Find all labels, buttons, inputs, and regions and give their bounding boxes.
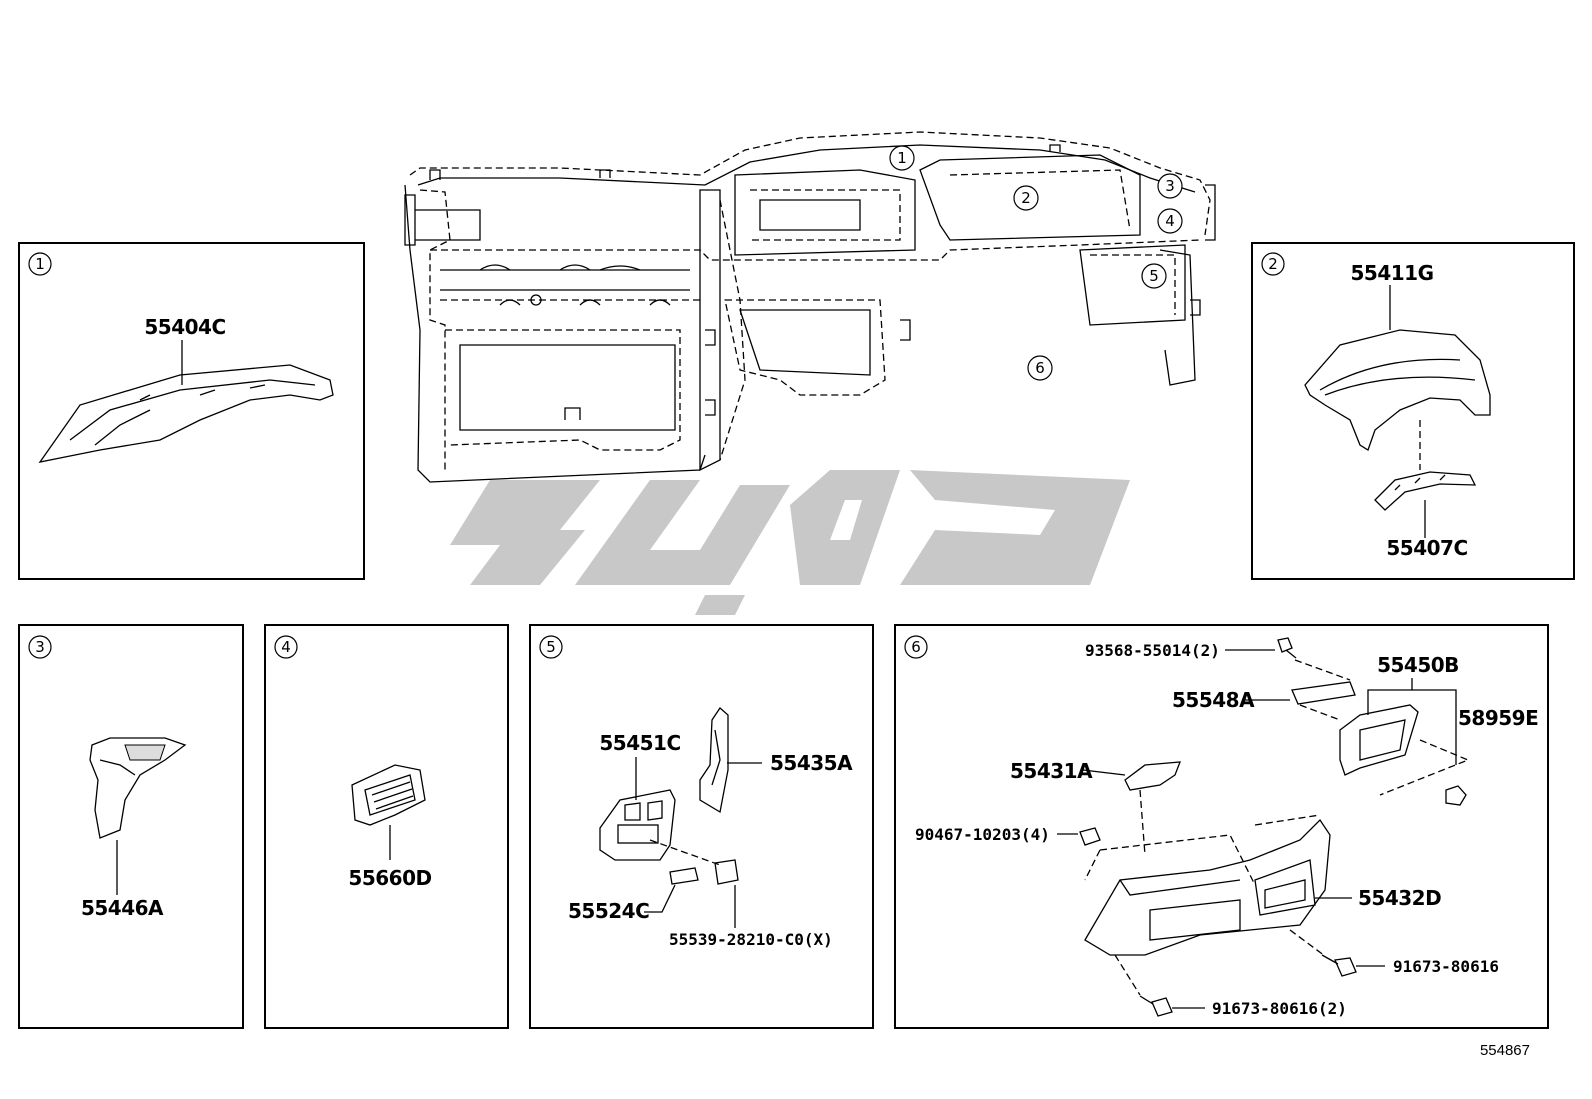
panel-3-index: 3 (35, 638, 45, 656)
part-label-55404c: 55404C (144, 315, 225, 339)
panel-1: 1 55404C (18, 242, 365, 580)
svg-text:6: 6 (1035, 359, 1045, 377)
svg-text:4: 4 (1165, 212, 1175, 230)
part-55446a-drawing (89, 737, 187, 839)
panel-2-index: 2 (1268, 255, 1278, 273)
part-55524c-drawing (669, 867, 699, 885)
part-label-55450b: 55450B (1377, 653, 1459, 677)
panel-4-index: 4 (281, 638, 291, 656)
part-90467-10203-drawing (1079, 827, 1101, 846)
part-55431a-drawing (1124, 761, 1181, 791)
svg-text:2: 2 (1021, 189, 1031, 207)
part-label-55446a: 55446A (81, 896, 164, 920)
part-label-55411g: 55411G (1351, 261, 1434, 285)
part-55539-28210-c0x-drawing (714, 859, 739, 885)
part-label-55548a: 55548A (1172, 688, 1255, 712)
panel-6: 6 93568-55014(2) 55548A 55450B 58959E (894, 624, 1549, 1029)
panel-4: 4 55660D (264, 624, 509, 1029)
part-label-90467-10203-4: 90467-10203(4) (915, 825, 1050, 844)
part-91673-80616-2-drawing (1139, 995, 1173, 1017)
part-55548a-drawing (1291, 681, 1356, 705)
part-label-55407c: 55407C (1386, 536, 1467, 560)
part-label-55431a: 55431A (1010, 759, 1093, 783)
overview-callout-1: 1 (889, 145, 915, 171)
svg-text:3: 3 (1165, 177, 1175, 195)
panel-5: 5 55451C 55435A 55524C 55539-28210-C0(X) (529, 624, 874, 1029)
panel-3: 3 55446A (18, 624, 244, 1029)
part-58959e-drawing (1445, 785, 1467, 806)
svg-text:1: 1 (897, 149, 907, 167)
part-label-55451c: 55451C (599, 731, 680, 755)
panel-2: 2 55411G 55407C (1251, 242, 1575, 580)
panel-5-index: 5 (546, 638, 556, 656)
part-label-93568-55014-2: 93568-55014(2) (1085, 641, 1220, 660)
part-55451c-drawing (599, 789, 676, 861)
part-55404c-drawing (38, 364, 334, 463)
overview-callout-4: 4 (1157, 208, 1183, 234)
part-93568-55014-drawing (1277, 637, 1297, 659)
part-label-55539-28210-c0x: 55539-28210-C0(X) (669, 930, 833, 949)
part-55660d-drawing (351, 764, 426, 826)
part-55411g-drawing (1304, 329, 1491, 451)
part-label-55660d: 55660D (348, 866, 431, 890)
panel-1-index: 1 (35, 255, 45, 273)
overview-callout-6: 6 (1027, 355, 1053, 381)
diagram-reference-number: 554867 (1480, 1042, 1530, 1059)
overview-callout-3: 3 (1157, 173, 1183, 199)
svg-text:5: 5 (1149, 267, 1159, 285)
part-label-58959e: 58959E (1458, 706, 1538, 730)
part-label-91673-80616-2: 91673-80616(2) (1212, 999, 1347, 1018)
part-55435a-drawing (699, 707, 729, 814)
part-label-91673-80616: 91673-80616 (1393, 957, 1499, 976)
dashboard-overview: 1 2 3 4 5 6 (404, 131, 1216, 483)
part-55450b-drawing (1339, 704, 1419, 776)
part-label-55524c: 55524C (568, 899, 649, 923)
part-label-55432d: 55432D (1358, 886, 1441, 910)
part-label-55435a: 55435A (770, 751, 853, 775)
overview-callout-2: 2 (1013, 185, 1039, 211)
watermark-logo (450, 470, 1130, 615)
part-91673-80616-drawing (1321, 954, 1357, 977)
part-55407c-drawing (1374, 471, 1477, 511)
part-55432d-drawing (1084, 818, 1331, 956)
overview-callout-5: 5 (1141, 263, 1167, 289)
panel-6-index: 6 (911, 638, 921, 656)
